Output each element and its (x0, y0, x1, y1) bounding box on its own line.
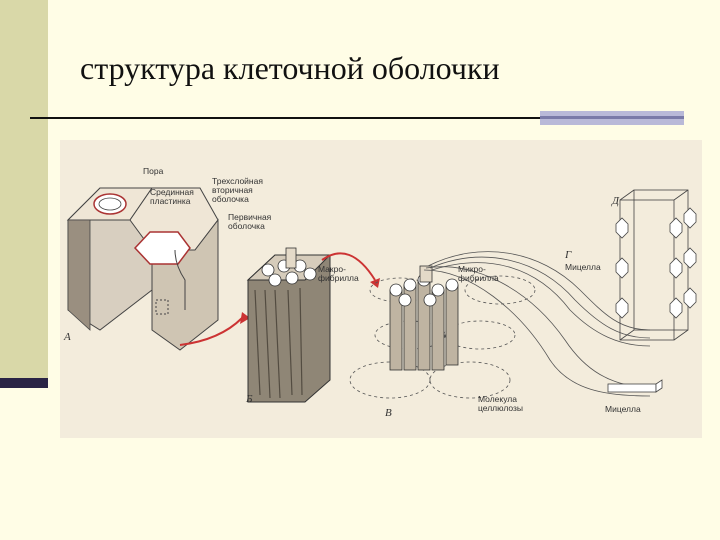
label-pervichnaya-1: Первичная (228, 212, 272, 222)
title-divider (30, 117, 540, 119)
panel-label-b: Б (245, 393, 253, 405)
title-divider-accent-line (540, 116, 684, 119)
panel-label-a: А (63, 331, 71, 343)
panel-label-g: Г (564, 249, 572, 261)
label-trehsloynaya-3: оболочка (212, 194, 249, 204)
label-makrofibrilla-1b: фибрилла (318, 273, 359, 283)
left-accent-bar (0, 0, 48, 388)
cell-wall-diagram: Пора Срединная пластинка Трехслойная вто… (63, 166, 697, 419)
label-makrofibrilla-1a: Макро- (318, 264, 346, 274)
label-srednyaya-1: Срединная (150, 187, 194, 197)
label-mikrofibrilla-a: Микро- (458, 264, 486, 274)
label-pervichnaya-2: оболочка (228, 221, 265, 231)
label-trehsloynaya-1: Трехслойная (212, 176, 263, 186)
slide-title: структура клеточной оболочки (80, 50, 500, 86)
cell-wall-illustration: Пора Срединная пластинка Трехслойная вто… (60, 140, 702, 438)
panel-label-v: В (385, 407, 392, 419)
panel-label-d: Д (611, 195, 620, 207)
panel-d-lattice (615, 189, 697, 341)
micelle-bottom (607, 379, 663, 393)
label-mitsella-top: Мицелла (565, 262, 601, 272)
panel-a-cells (66, 187, 219, 351)
left-accent-bar-dark (0, 378, 48, 388)
label-trehsloynaya-2: вторичная (212, 185, 253, 195)
label-molekula-2: целлюлозы (478, 403, 523, 413)
label-molekula-1: Молекула (478, 394, 517, 404)
panel-b-bundle (246, 247, 332, 403)
label-mitsella-bottom: Мицелла (605, 404, 641, 414)
label-srednyaya-2: пластинка (150, 196, 191, 206)
panel-v-microfibrils (349, 265, 536, 399)
label-mikrofibrilla-b: фибрилла (458, 273, 499, 283)
label-pora: Пора (143, 166, 164, 176)
